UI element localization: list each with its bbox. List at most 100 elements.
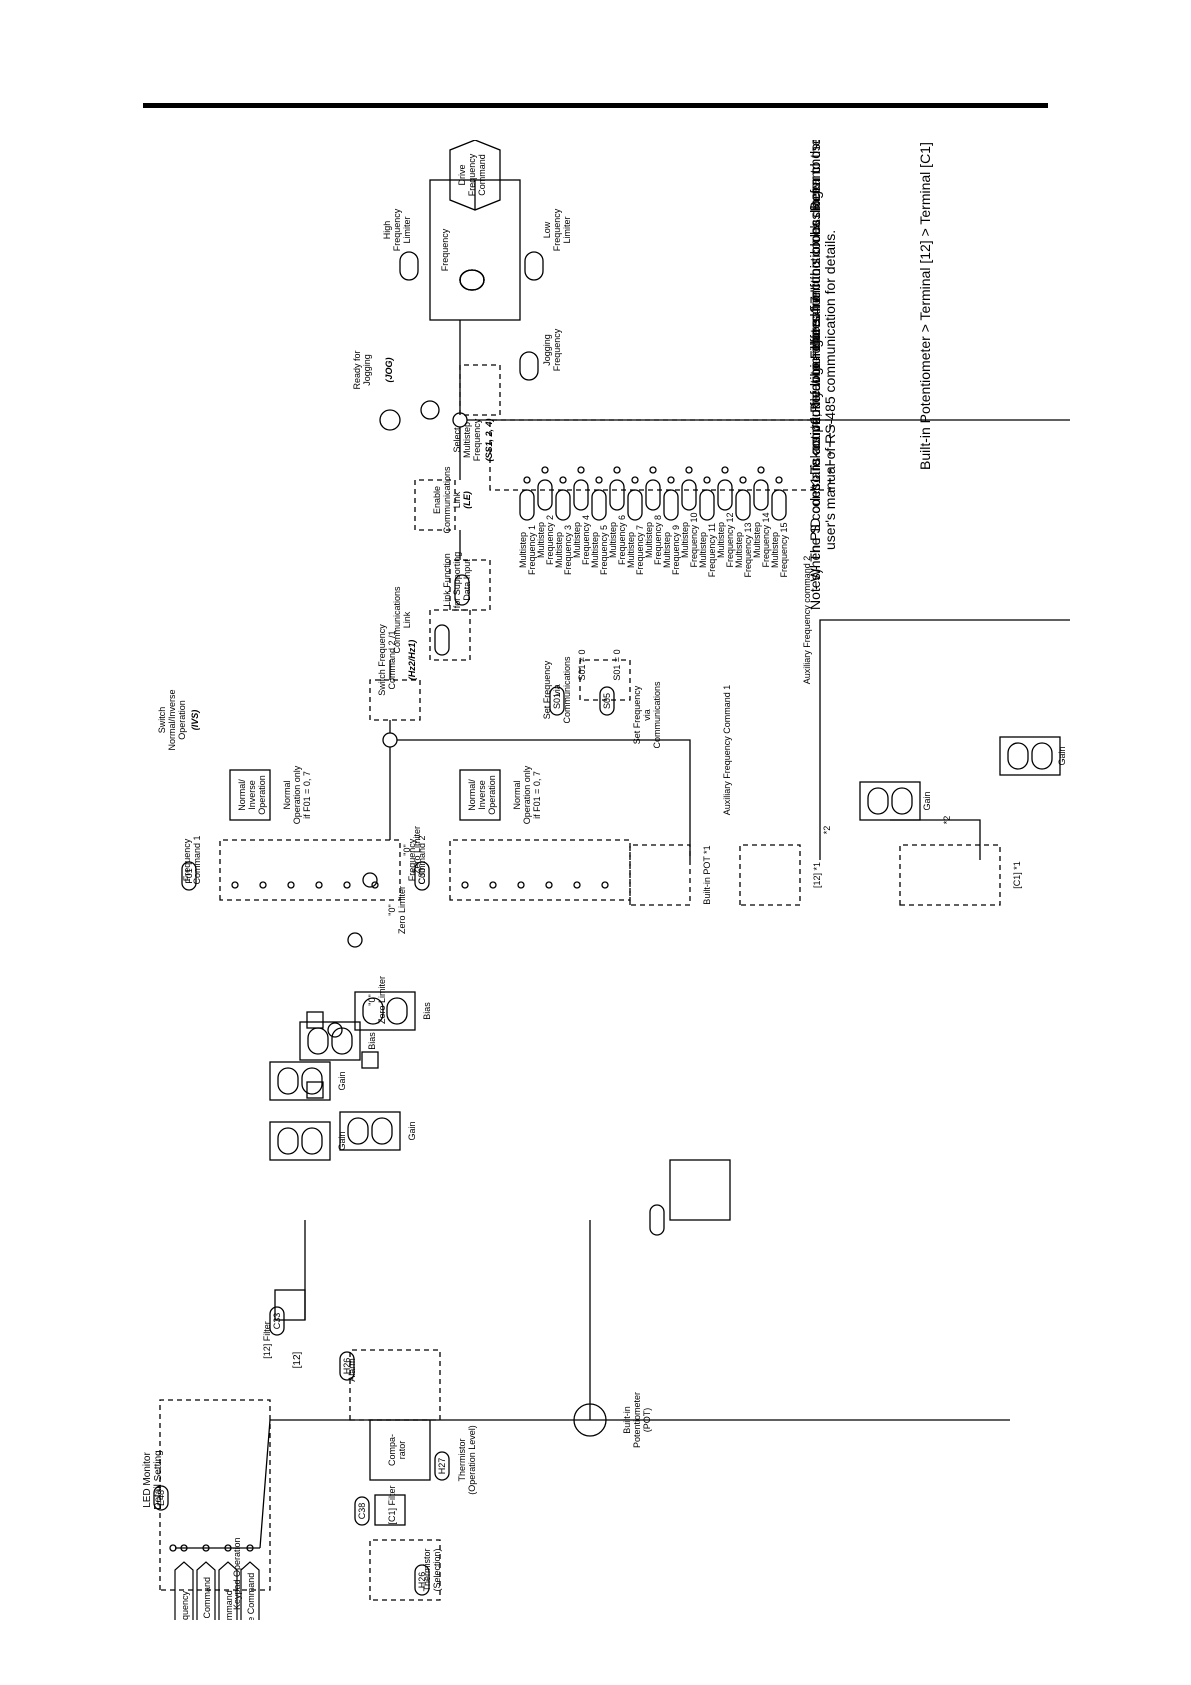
zero-limiter-label-1: "0"Zero Limiter (387, 886, 407, 934)
multistep-contact (757, 466, 765, 474)
multistep-label-4: MultistepFrequency 5 (590, 525, 609, 575)
alarm-switch (349, 1349, 441, 1421)
enable-comm-label: EnableCommunicationsLink (432, 466, 462, 534)
mult-2 (306, 1011, 324, 1029)
multistep-selector (489, 419, 831, 491)
gain-setting-pill (1007, 742, 1029, 770)
multistep-pill-8 (663, 489, 679, 521)
star2-a: *2 (822, 826, 832, 835)
multistep-contact (541, 466, 549, 474)
gain-right-2 (999, 736, 1061, 776)
s01-eq0-label: S01 = 0 (612, 649, 622, 680)
bias-pill (307, 1027, 329, 1055)
f01-contact (259, 881, 267, 889)
multistep-label-3: MultistepFrequency 4 (572, 515, 591, 565)
multistep-label-2: MultistepFrequency 3 (554, 525, 573, 575)
multistep-contact (703, 476, 711, 484)
c30-code: C30 (417, 868, 427, 885)
led-monitor-title: LED MonitorDetail Setting (142, 1450, 164, 1509)
s05-code: S05 (602, 693, 612, 709)
bias-label-0: Bias (367, 1032, 377, 1050)
bias-label-1: Bias (422, 1002, 432, 1020)
f01-pill (181, 861, 197, 891)
monitor-item-0 (174, 1561, 194, 1620)
sel-c1-box (899, 844, 1001, 906)
multistep-label-14: MultistepFrequency 15 (770, 522, 789, 577)
f01-contact (231, 881, 239, 889)
jog-label: (JOG) (384, 357, 394, 382)
hz2-label: (Hz2/Hz1) (407, 640, 417, 681)
multistep-label-12: MultistepFrequency 13 (734, 522, 753, 577)
summing-node (347, 932, 363, 948)
c30-contact (517, 881, 525, 889)
le-label: (LE) (462, 491, 472, 509)
c30-contact (489, 881, 497, 889)
switch-ni-label: SwitchNormal/InverseOperation (157, 689, 187, 750)
c30-contact (573, 881, 581, 889)
s01-selector (579, 659, 631, 701)
multistep-contact (775, 476, 783, 484)
gain-setting-pill (371, 1117, 393, 1145)
star2-b: *2 (942, 816, 952, 825)
summing-main (382, 732, 398, 748)
gain-setting-pill (347, 1117, 369, 1145)
contact (169, 1544, 177, 1552)
summing-node (362, 872, 378, 888)
s01-code: S01 (552, 693, 562, 709)
multistep-label-11: MultistepFrequency 12 (716, 512, 735, 567)
hz2-switch (369, 679, 421, 721)
multistep-contact (631, 476, 639, 484)
multistep-label-8: MultistepFrequency 9 (662, 525, 681, 575)
select-multistep-label: SelectMultistepFrequency (452, 418, 482, 461)
multistep-label-10: MultistepFrequency 11 (698, 523, 717, 577)
gain-right-label-2: Gain (1057, 746, 1067, 765)
ivs-label: (IVS) (190, 710, 200, 731)
multistep-pill-9 (681, 479, 697, 511)
gain-label-0: Gain (337, 1131, 347, 1150)
c30-contact (545, 881, 553, 889)
multistep-label-9: MultistepFrequency 10 (680, 512, 699, 567)
f01-contact (371, 881, 379, 889)
bias-pill (386, 997, 408, 1025)
freq-cmd2-label: FrequencyCommand 2 (407, 835, 427, 884)
aux1-label: Auxiliary Frequency Command 1 (722, 685, 732, 816)
multistep-pill-12 (735, 489, 751, 521)
normal-inverse-block-2 (459, 769, 501, 821)
mult-1 (306, 1081, 324, 1099)
c30-selector (449, 839, 631, 901)
multistep-label-5: MultistepFrequency 6 (608, 515, 627, 565)
zero-limiter-label-2: "0"Zero Limiter (402, 826, 422, 874)
multistep-label-6: MultistepFrequency 7 (626, 525, 645, 575)
gain-setting-pill (301, 1127, 323, 1155)
h26-sel-pill (414, 1564, 430, 1596)
pot-processing-box (669, 1159, 731, 1221)
f01-code: F01 (184, 868, 194, 884)
builtin-pot-sel-label: Built-in POT *1 (702, 845, 712, 904)
f01-contact (343, 881, 351, 889)
zero-limiter-label-0: "0"Zero Limiter (367, 976, 387, 1024)
gain-setting-pill (301, 1067, 323, 1095)
comm-link-pill (434, 624, 450, 656)
jog-freq-pill (519, 351, 539, 381)
comm-link-label: CommunicationsLink (392, 586, 412, 654)
summing-node (327, 1022, 343, 1038)
note-6a: *2 Refer to Figure 4.7 " (807, 287, 823, 430)
gain-label-2: Gain (407, 1121, 417, 1140)
multistep-label-1: MultistepFrequency 2 (536, 515, 555, 565)
wire-aux2 (467, 419, 1070, 860)
alarm-label: Alarm (347, 1358, 357, 1382)
drive-cmd-output (449, 140, 501, 211)
sel-c1-label: [C1] *1 (1012, 861, 1022, 889)
bias-pill (362, 997, 384, 1025)
comparator-label: Compa-rator (387, 1434, 407, 1466)
multistep-contact (559, 476, 567, 484)
multistep-label-7: MultistepFrequency 8 (644, 515, 663, 565)
normal-only-label-2: NormalOperation onlyif F01 = 0, 7 (512, 765, 542, 824)
multistep-contact (577, 466, 585, 474)
s01-pill (549, 686, 565, 716)
gain-right-label-1: Gain (922, 791, 932, 810)
freq-cmd1-label: FrequencyCommand 1 (182, 835, 202, 884)
set-freq-comm-1: Set FrequencyviaCommunications (542, 656, 572, 724)
monitor-item-1 (196, 1561, 216, 1620)
